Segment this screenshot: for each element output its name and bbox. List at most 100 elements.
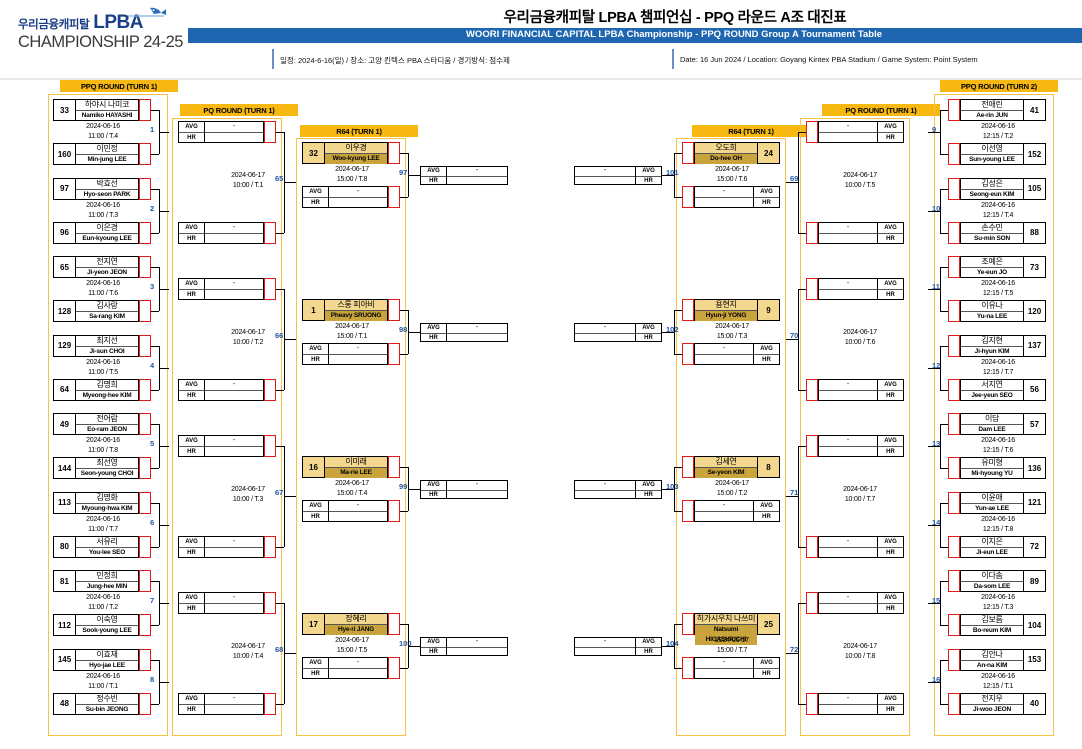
player-score-input[interactable] [139, 177, 151, 200]
hr-value[interactable] [819, 604, 877, 613]
hr-value[interactable] [695, 669, 753, 678]
avg-value[interactable]: - [819, 223, 877, 234]
player-score-input[interactable] [682, 456, 694, 478]
player-score-input[interactable] [948, 334, 960, 357]
hr-value[interactable] [819, 548, 877, 557]
player-score-input[interactable] [948, 692, 960, 715]
player-score-input[interactable] [139, 491, 151, 514]
player-score-input[interactable] [139, 221, 151, 244]
avg-value[interactable]: - [205, 223, 263, 234]
result-score-input[interactable] [806, 592, 818, 614]
result-score-input[interactable] [264, 121, 276, 143]
result-score-input[interactable] [806, 221, 818, 244]
player-score-input[interactable] [139, 143, 151, 165]
player-score-input[interactable] [948, 614, 960, 636]
avg-value[interactable]: - [205, 122, 263, 133]
avg-value[interactable]: - [575, 481, 635, 491]
result-score-input[interactable] [682, 186, 694, 208]
avg-value[interactable]: - [205, 593, 263, 604]
player-score-input[interactable] [948, 413, 960, 435]
result-score-input[interactable] [264, 278, 276, 300]
result-score-input[interactable] [682, 500, 694, 522]
avg-value[interactable]: - [819, 122, 877, 133]
player-score-input[interactable] [948, 648, 960, 671]
result-score-input[interactable] [806, 435, 818, 457]
avg-value[interactable]: - [205, 537, 263, 548]
player-score-input[interactable] [139, 570, 151, 592]
avg-value[interactable]: - [819, 436, 877, 447]
player-score-input[interactable] [388, 456, 400, 478]
player-score-input[interactable] [139, 614, 151, 636]
avg-value[interactable]: - [695, 658, 753, 669]
avg-value[interactable]: - [205, 436, 263, 447]
avg-value[interactable]: - [205, 380, 263, 391]
result-score-input[interactable] [806, 121, 818, 143]
result-score-input[interactable] [264, 221, 276, 244]
avg-value[interactable]: - [819, 380, 877, 391]
player-score-input[interactable] [139, 648, 151, 671]
hr-value[interactable] [819, 290, 877, 299]
result-score-input[interactable] [264, 692, 276, 715]
result-score-input[interactable] [806, 278, 818, 300]
hr-value[interactable] [819, 391, 877, 400]
avg-value[interactable]: - [819, 279, 877, 290]
player-score-input[interactable] [139, 300, 151, 322]
result-score-input[interactable] [682, 343, 694, 365]
hr-value[interactable] [575, 648, 635, 656]
result-score-input[interactable] [264, 435, 276, 457]
avg-value[interactable]: - [695, 344, 753, 355]
hr-value[interactable] [447, 177, 507, 185]
result-score-input[interactable] [806, 535, 818, 558]
player-score-input[interactable] [682, 299, 694, 321]
hr-value[interactable] [205, 133, 263, 142]
hr-value[interactable] [575, 491, 635, 499]
player-score-input[interactable] [682, 142, 694, 164]
avg-value[interactable]: - [819, 593, 877, 604]
result-score-input[interactable] [264, 592, 276, 614]
player-score-input[interactable] [139, 535, 151, 558]
player-score-input[interactable] [948, 535, 960, 558]
player-score-input[interactable] [682, 613, 694, 635]
hr-value[interactable] [819, 705, 877, 714]
hr-value[interactable] [205, 290, 263, 299]
hr-value[interactable] [819, 234, 877, 243]
player-score-input[interactable] [948, 256, 960, 278]
result-score-input[interactable] [682, 657, 694, 679]
player-score-input[interactable] [388, 299, 400, 321]
hr-value[interactable] [819, 133, 877, 142]
hr-value[interactable] [205, 548, 263, 557]
player-score-input[interactable] [948, 378, 960, 401]
player-score-input[interactable] [139, 378, 151, 401]
avg-value[interactable]: - [575, 638, 635, 648]
avg-value[interactable]: - [695, 187, 753, 198]
avg-value[interactable]: - [447, 324, 507, 334]
avg-value[interactable]: - [205, 694, 263, 705]
player-score-input[interactable] [388, 142, 400, 164]
hr-value[interactable] [205, 705, 263, 714]
result-score-input[interactable] [388, 186, 400, 208]
player-score-input[interactable] [948, 99, 960, 121]
player-score-input[interactable] [948, 300, 960, 322]
hr-value[interactable] [447, 491, 507, 499]
hr-value[interactable] [575, 334, 635, 342]
player-score-input[interactable] [948, 143, 960, 165]
avg-value[interactable]: - [447, 638, 507, 648]
hr-value[interactable] [329, 198, 387, 207]
avg-value[interactable]: - [819, 694, 877, 705]
player-score-input[interactable] [139, 457, 151, 479]
player-score-input[interactable] [948, 221, 960, 244]
player-score-input[interactable] [139, 334, 151, 357]
player-score-input[interactable] [948, 491, 960, 514]
hr-value[interactable] [205, 234, 263, 243]
result-score-input[interactable] [264, 535, 276, 558]
result-score-input[interactable] [388, 343, 400, 365]
hr-value[interactable] [447, 648, 507, 656]
hr-value[interactable] [205, 604, 263, 613]
hr-value[interactable] [695, 355, 753, 364]
hr-value[interactable] [575, 177, 635, 185]
avg-value[interactable]: - [447, 167, 507, 177]
result-score-input[interactable] [264, 378, 276, 401]
avg-value[interactable]: - [447, 481, 507, 491]
player-score-input[interactable] [948, 177, 960, 200]
player-score-input[interactable] [139, 256, 151, 278]
